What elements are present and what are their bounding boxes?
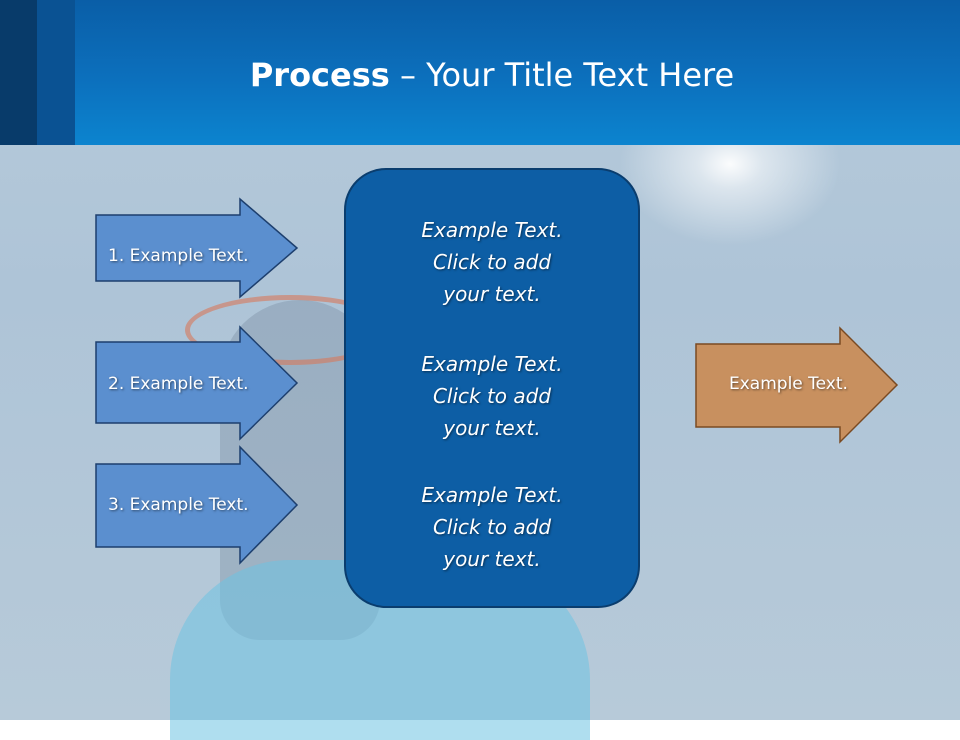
block-1-line-1: Example Text. [421,218,563,242]
block-2-line-2: Click to add [432,384,552,408]
title-rest: – Your Title Text Here [389,56,735,94]
block-2-line-1: Example Text. [421,352,563,376]
output-arrow[interactable]: Example Text. [695,326,900,445]
process-box[interactable]: Example Text. Click to add your text. Ex… [344,168,640,608]
output-arrow-label: Example Text. [729,374,848,394]
slide-title: Process – Your Title Text Here [0,55,960,95]
input-arrow-2-shape [95,325,299,441]
input-arrow-2[interactable]: 2. Example Text. [95,325,300,441]
block-3-line-1: Example Text. [421,483,563,507]
process-text-block-1: Example Text. Click to add your text. [346,214,638,310]
block-1-line-2: Click to add [432,250,552,274]
input-arrow-2-label: 2. Example Text. [108,374,249,394]
block-3-line-3: your text. [443,547,541,571]
header-accent-mid [37,0,75,145]
block-2-line-3: your text. [443,416,541,440]
header-accent-dark [0,0,37,145]
input-arrow-1-label: 1. Example Text. [108,246,249,266]
input-arrow-1[interactable]: 1. Example Text. [95,197,300,299]
header-bar: Process – Your Title Text Here [0,0,960,145]
block-1-line-3: your text. [443,282,541,306]
block-3-line-2: Click to add [432,515,552,539]
process-text-block-3: Example Text. Click to add your text. [346,479,638,575]
title-bold: Process [249,56,390,94]
input-arrow-3[interactable]: 3. Example Text. [95,445,300,565]
process-text-block-2: Example Text. Click to add your text. [346,348,638,444]
input-arrow-1-shape [95,197,299,299]
input-arrow-3-label: 3. Example Text. [108,495,249,515]
input-arrow-3-shape [95,445,299,565]
output-arrow-shape [695,326,899,444]
